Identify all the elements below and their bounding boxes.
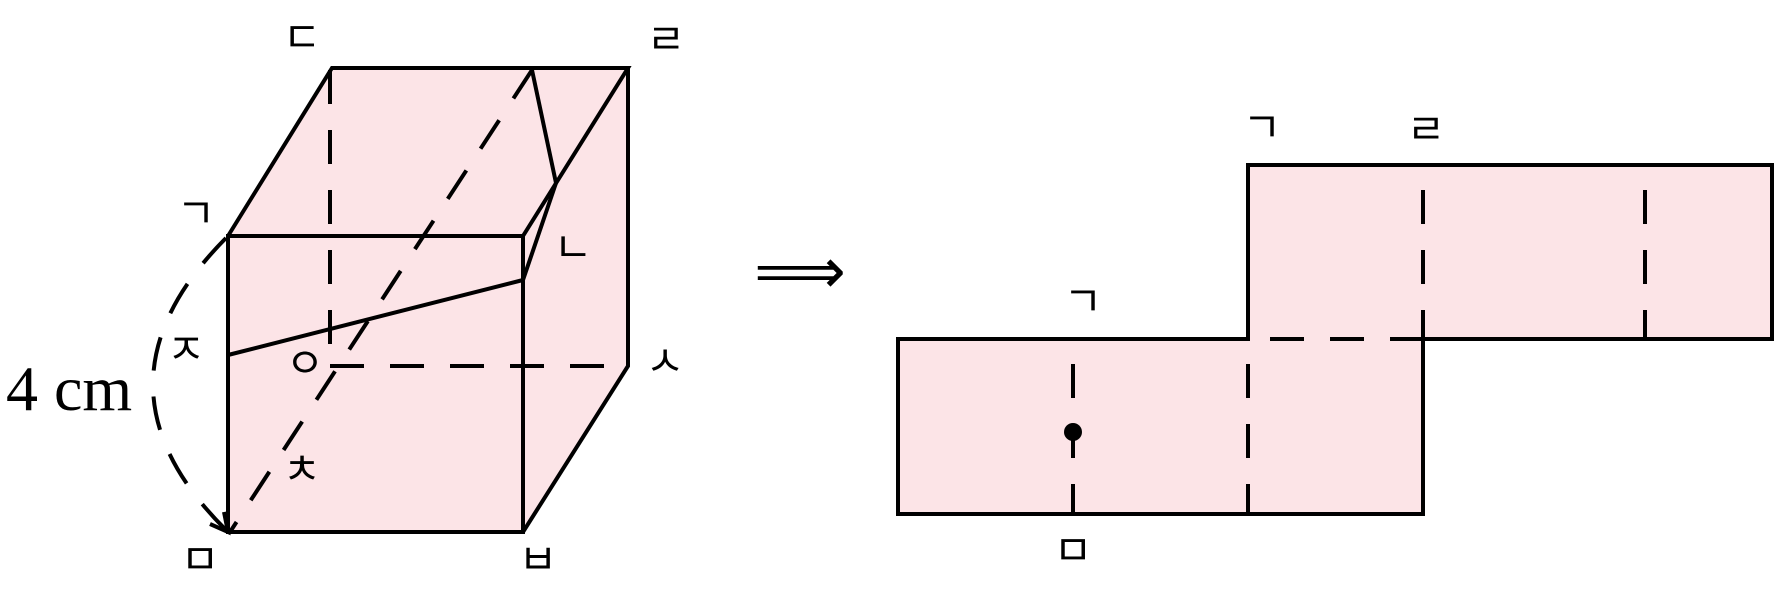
cube-label-right-front-point: ㄴ xyxy=(554,223,593,272)
cube-label-left-mid: ㅈ xyxy=(167,325,206,374)
cube-dimension-label: 4 cm xyxy=(6,353,132,424)
cube-fill xyxy=(228,68,628,532)
net-label-top-right: ㄹ xyxy=(1407,105,1446,154)
cube-label-top-left-back: ㄷ xyxy=(283,13,322,62)
cube-dimension-arc xyxy=(151,236,228,532)
net-label-bottom: ㅁ xyxy=(1054,526,1093,575)
cube-label-top-right-back: ㄹ xyxy=(647,15,686,64)
cube-top-face xyxy=(226,66,632,238)
cube-label-bottom-left: ㅁ xyxy=(181,535,220,584)
cube: ㄷ ㄹ ㄱ ㄴ ㅈ ㅇ ㅅ ㅊ ㅁ ㅂ 4 cm xyxy=(6,13,685,584)
implies-arrow: ⟹ xyxy=(754,235,846,309)
cube-hidden-cut-line xyxy=(228,68,534,534)
net-label-top-left: ㄱ xyxy=(1243,103,1282,152)
cube-cut-line-top xyxy=(530,69,558,184)
net-label-lower-top: ㄱ xyxy=(1064,277,1103,326)
cube-right-face xyxy=(521,68,630,534)
net: ㄱ ㄹ ㄱ ㅁ xyxy=(896,103,1774,575)
cube-label-top-left-front: ㄱ xyxy=(177,189,216,238)
cube-label-lower-center: ㅊ xyxy=(283,445,322,494)
net-point xyxy=(1064,423,1082,441)
cube-label-bottom-right: ㅂ xyxy=(519,535,558,584)
cube-label-right-mid: ㅅ xyxy=(646,337,685,386)
cube-cut-line-right xyxy=(521,182,558,281)
cube-label-center-point: ㅇ xyxy=(286,339,325,388)
net-outline xyxy=(896,163,1774,516)
cube-cut-line-front xyxy=(227,278,524,357)
